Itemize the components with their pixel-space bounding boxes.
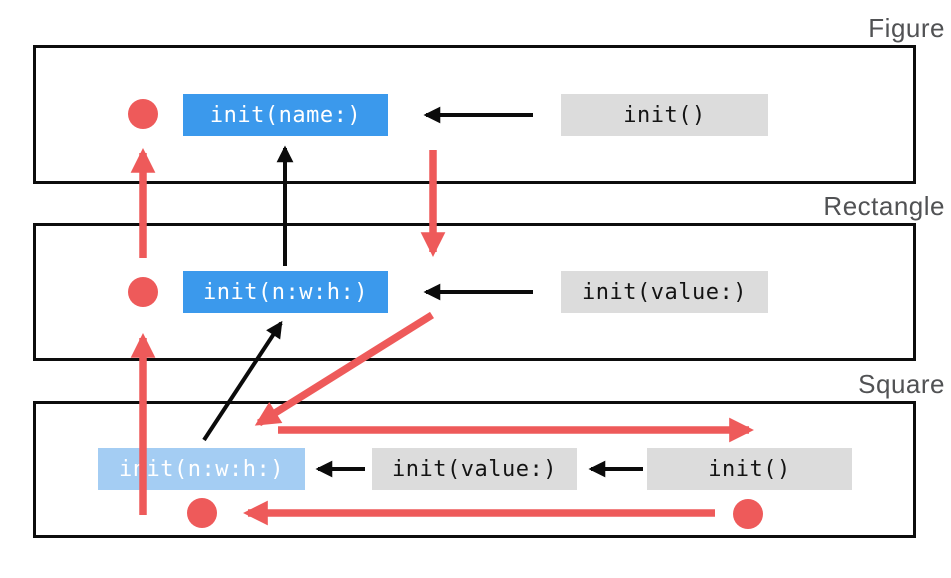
class-box-rectangle <box>33 223 916 361</box>
red-dot-square-left <box>187 498 217 528</box>
node-square-convenience-init-value: init(value:) <box>372 448 577 490</box>
node-figure-convenience-init: init() <box>561 94 768 136</box>
red-dot-square-right <box>733 499 763 529</box>
red-dot-rectangle <box>128 277 158 307</box>
class-label-square: Square <box>858 369 945 399</box>
node-square-convenience-init: init() <box>647 448 852 490</box>
class-box-figure <box>33 45 916 184</box>
class-label-figure: Figure <box>868 13 945 43</box>
red-dot-figure <box>128 99 158 129</box>
node-rectangle-convenience-init: init(value:) <box>561 271 768 313</box>
node-square-inherited-init: init(n:w:h:) <box>98 448 305 490</box>
class-label-rectangle: Rectangle <box>823 191 945 221</box>
node-rectangle-designated-init: init(n:w:h:) <box>183 271 388 313</box>
node-figure-designated-init: init(name:) <box>183 94 388 136</box>
